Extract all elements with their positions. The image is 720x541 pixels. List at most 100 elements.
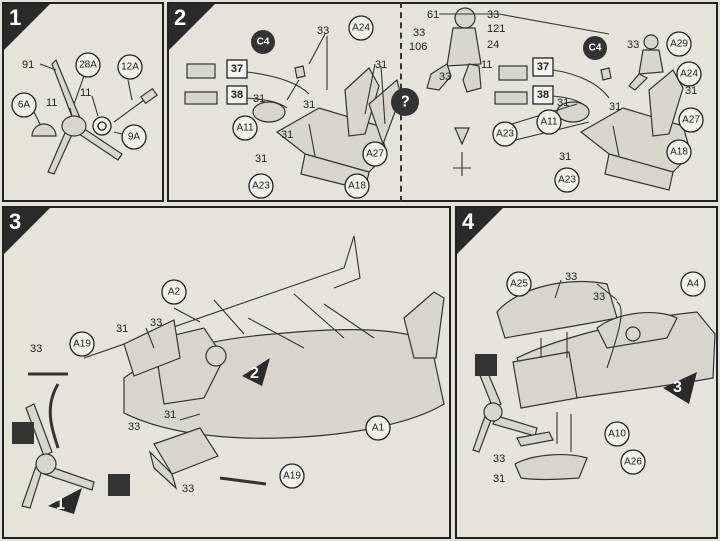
part-number: 33 [150,317,162,329]
question-mark-icon [391,88,419,116]
seat-detail [454,127,470,146]
pilot-head [454,7,476,29]
step-2-diagram: 37 38 33 31 31 31 31 31 [184,7,704,199]
part-number: 91 [22,59,34,71]
callout-A29 [666,31,692,57]
part-number: 31 [253,93,265,105]
leader-line [380,65,386,125]
engine-block [153,427,219,475]
instrument-panel-decal [184,91,218,105]
callout-label: A26 [624,457,642,468]
callout-C4 [583,36,607,60]
decal-box-38 [226,85,248,105]
decal-box-37 [226,59,248,79]
radiator-housing [514,454,588,481]
part-number: 31 [559,151,571,163]
decal-number: 37 [231,63,243,75]
assembly-arrow [213,299,245,335]
part-number: 11 [80,87,91,99]
assembly-marker [108,474,130,496]
callout-A10 [604,421,630,447]
step-1-number: 1 [9,5,22,30]
pilot-seat [648,69,684,137]
step-3-diagram: 2 1 31 33 33 31 33 33 A2 A19 A1 [12,235,445,514]
leader-line [554,279,562,299]
callout-A27 [678,107,704,133]
pilot-head [643,34,659,50]
assembly-arrow [606,301,622,369]
part-number: 31 [557,97,569,109]
step-pointer-3 [663,372,697,404]
pilot-body [638,49,664,75]
engine [512,351,578,409]
pointer-label: 1 [56,496,65,513]
step-3-number: 3 [9,209,22,234]
part-number: 33 [439,71,451,83]
part-number: 61 [427,9,439,21]
engine-front [148,450,178,490]
fuselage-outline [83,235,361,359]
radiator-part [516,431,554,447]
part-number: 33 [627,39,639,51]
gunsight [600,67,612,81]
propeller-blade [21,465,43,509]
part-number: 31 [255,153,267,165]
callout-A24 [348,15,374,41]
callout-A11 [536,109,562,135]
leader-line [246,97,288,109]
part-number: 121 [487,23,505,35]
assembly-arrow [323,303,375,339]
instrument-panel-part [252,101,286,123]
part-number: 11 [46,97,57,109]
callout-label: 9A [128,132,141,143]
step-1-panel: 1 91 11 11 [2,2,164,202]
cockpit-floor [604,153,674,191]
callout-label: A23 [496,129,514,140]
callout-label: 12A [121,62,139,73]
part-number: 33 [487,9,499,21]
assembly-marker [475,354,497,376]
fuselage-interior [123,319,181,377]
step-pointer-2 [242,358,270,386]
pointer-label: 3 [673,379,682,396]
callout-label: A4 [687,279,700,290]
callout-C4 [251,30,275,54]
control-stick [612,125,620,157]
decal-box-37 [532,57,554,77]
pilot-leg [462,63,482,93]
pilot-head [625,326,641,342]
callout-label: A24 [680,69,698,80]
step-1-diagram: 91 11 11 28A 12A 6A 9A [11,52,158,175]
callout-A11 [232,115,258,141]
callout-label: 6A [18,100,31,111]
instrument-panel-part [556,101,590,123]
step-pointer-1 [48,488,82,514]
spinner [483,402,503,422]
callout-A26 [620,449,646,475]
callout-A23 [248,173,274,199]
instrument-panel-decal [494,91,528,105]
callout-label: A18 [670,147,688,158]
control-stick [308,123,316,157]
callout-label: A23 [558,175,576,186]
question-mark-label: ? [400,94,410,111]
washer-hole [97,121,107,131]
leader-line [91,95,99,117]
step-2-number: 2 [174,5,187,30]
prop-shaft [48,383,60,449]
callout-label: A27 [366,149,384,160]
leader-line [127,79,133,101]
shaft [113,99,145,123]
gunsight [294,65,306,79]
callout-label: A2 [168,287,181,298]
pilot-leg [628,73,649,91]
callout-label: A10 [608,429,626,440]
callout-28A [75,52,101,78]
leader-line [246,71,310,95]
step-4-diagram: 3 33 33 33 31 A25 A4 A10 A26 [472,271,716,485]
callout-6A [11,92,37,118]
leader-line [364,63,376,115]
assembly-arrow [247,317,305,349]
callout-A25 [506,271,532,297]
part-number: 31 [685,85,697,97]
